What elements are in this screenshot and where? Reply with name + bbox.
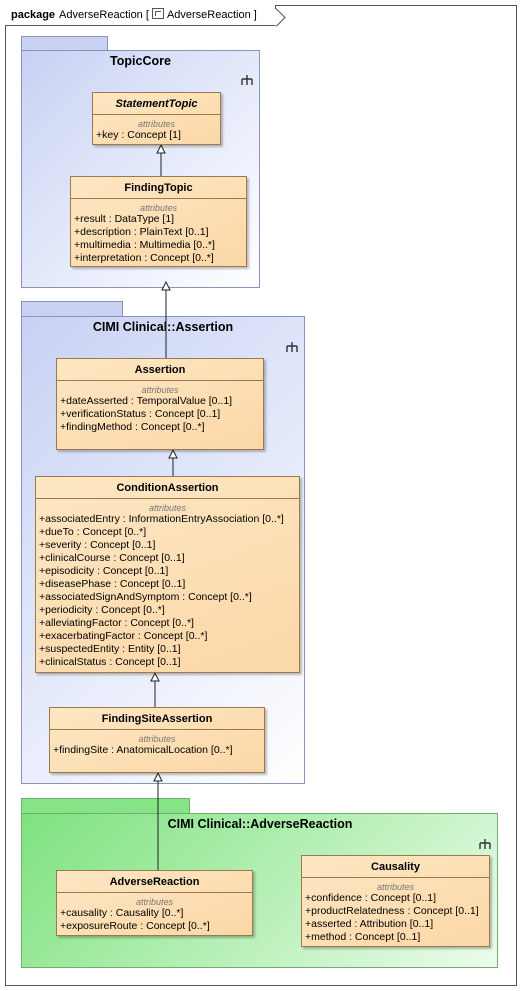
attribute: +description : PlainText [0..1] — [74, 226, 209, 238]
package-title-adversereaction: CIMI Clinical::AdverseReaction — [167, 817, 353, 831]
class-assertion[interactable]: Assertion attributes +dateAsserted : Tem… — [56, 358, 264, 450]
class-findingsiteassertion[interactable]: FindingSiteAssertion attributes +finding… — [49, 707, 265, 773]
attributes-label: attributes — [148, 503, 187, 513]
attribute: +periodicity : Concept [0..*] — [39, 604, 165, 616]
attribute: +diseasePhase : Concept [0..1] — [39, 578, 186, 590]
package-title-assertion: CIMI Clinical::Assertion — [92, 320, 234, 334]
class-findingtopic[interactable]: FindingTopic attributes +result : DataTy… — [70, 176, 247, 267]
attributes-label: attributes — [139, 203, 178, 213]
attribute: +key : Concept [1] — [96, 129, 181, 141]
class-name: Causality — [302, 856, 489, 878]
class-name: ConditionAssertion — [36, 477, 299, 499]
attribute: +findingMethod : Concept [0..*] — [60, 421, 205, 433]
attributes-label: attributes — [141, 385, 179, 395]
attribute: +multimedia : Multimedia [0..*] — [74, 239, 215, 251]
tree-structure-icon — [479, 839, 491, 849]
tree-structure-icon — [241, 75, 253, 85]
attribute: +asserted : Attribution [0..1] — [305, 918, 434, 930]
package-tab-topiccore — [21, 36, 108, 51]
class-name: FindingTopic — [71, 177, 246, 199]
attributes-label: attributes — [376, 882, 415, 892]
class-causality[interactable]: Causality attributes +confidence : Conce… — [301, 855, 490, 947]
attributes-label: attributes — [135, 897, 174, 907]
attribute: +dateAsserted : TemporalValue [0..1] — [60, 395, 233, 407]
attribute: +exposureRoute : Concept [0..*] — [60, 920, 210, 932]
attribute: +severity : Concept [0..1] — [39, 539, 156, 551]
attribute: +episodicity : Concept [0..1] — [39, 565, 169, 577]
attribute: +clinicalStatus : Concept [0..1] — [39, 656, 181, 668]
attribute: +associatedSignAndSymptom : Concept [0..… — [39, 591, 252, 603]
attributes-label: attributes — [137, 119, 176, 129]
attributes-label: attributes — [138, 734, 176, 744]
generalization-arrowhead — [153, 771, 163, 782]
attribute: +exacerbatingFactor : Concept [0..*] — [39, 630, 208, 642]
generalization-arrowhead — [168, 448, 178, 459]
diagram-icon — [151, 8, 164, 19]
attribute: +interpretation : Concept [0..*] — [74, 252, 214, 264]
frame-bracket-open: [ — [145, 9, 149, 21]
package-title-topiccore: TopicCore — [110, 54, 171, 68]
attribute: +dueTo : Concept [0..*] — [39, 526, 147, 538]
attribute: +suspectedEntity : Entity [0..1] — [39, 643, 181, 655]
frame-package-name: AdverseReaction — [59, 9, 143, 21]
attribute: +verificationStatus : Concept [0..1] — [60, 408, 221, 420]
package-tab-assertion — [21, 301, 123, 317]
tree-structure-icon — [286, 342, 298, 352]
attribute: +clinicalCourse : Concept [0..1] — [39, 552, 185, 564]
class-conditionassertion[interactable]: ConditionAssertion attributes +associate… — [35, 476, 300, 673]
attribute: +result : DataType [1] — [74, 213, 175, 225]
attribute: +causality : Causality [0..*] — [60, 907, 184, 919]
attribute: +confidence : Concept [0..1] — [305, 892, 437, 904]
frame-diagram-name: AdverseReaction — [166, 9, 251, 21]
class-name: AdverseReaction — [57, 871, 252, 893]
class-name: StatementTopic — [93, 93, 220, 115]
attribute: +productRelatedness : Concept [0..1] — [305, 905, 479, 917]
frame-keyword: package — [11, 9, 56, 21]
attribute: +findingSite : AnatomicalLocation [0..*] — [53, 744, 233, 756]
generalization-arrowhead — [161, 280, 171, 291]
attribute: +method : Concept [0..1] — [305, 931, 421, 943]
class-name: FindingSiteAssertion — [50, 708, 264, 730]
class-statementtopic[interactable]: StatementTopic attributes +key : Concept… — [92, 92, 221, 145]
generalization-arrowhead — [150, 671, 160, 682]
frame-bracket-close: ] — [253, 9, 257, 21]
attribute: +alleviatingFactor : Concept [0..*] — [39, 617, 194, 629]
attribute: +associatedEntry : InformationEntryAssoc… — [39, 513, 284, 525]
package-tab-adversereaction — [21, 798, 190, 814]
generalization-arrowhead — [156, 143, 166, 154]
class-name: Assertion — [57, 359, 263, 381]
class-adversereaction[interactable]: AdverseReaction attributes +causality : … — [56, 870, 253, 936]
